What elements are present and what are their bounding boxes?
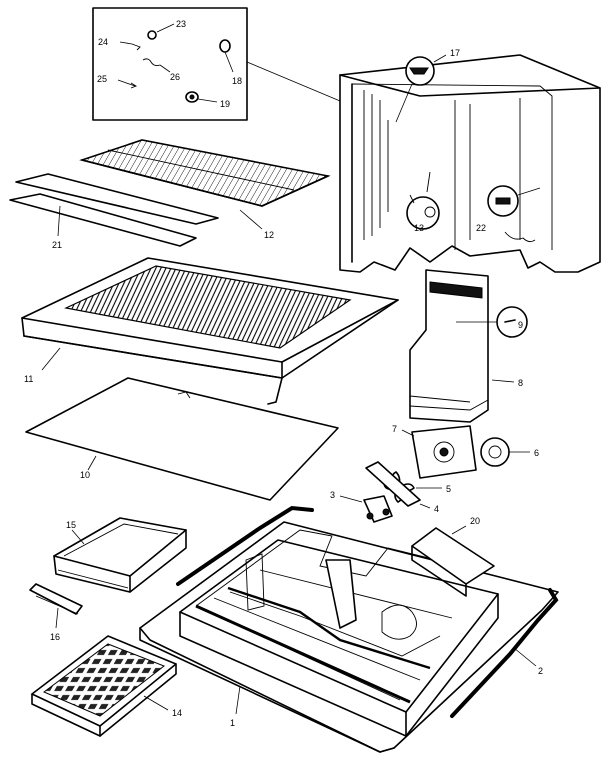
callout-12: 12 — [264, 230, 274, 240]
callout-19: 19 — [220, 99, 230, 109]
part-19-nut-icon — [185, 91, 218, 103]
callout-21: 21 — [52, 240, 62, 250]
callout-25: 25 — [97, 74, 107, 84]
part-1-freezer-liner: 1 — [139, 521, 559, 753]
callout-26: 26 — [170, 72, 180, 82]
callout-5: 5 — [446, 484, 451, 494]
part-2-door-gasket: 2 — [176, 505, 559, 718]
part-17-light-socket-icon — [395, 54, 447, 123]
refrigerator-cabinet: 17 13 22 — [339, 48, 601, 273]
callout-16: 16 — [50, 632, 60, 642]
part-22-bracket-icon — [487, 185, 541, 217]
part-18-cap-icon — [219, 39, 234, 73]
callout-24: 24 — [98, 37, 108, 47]
callout-11: 11 — [24, 374, 33, 384]
callout-18: 18 — [232, 76, 242, 86]
part-12-wire-shelf: 12 — [79, 139, 331, 240]
part-10-glass-panel: 10 — [25, 377, 339, 501]
callout-20: 20 — [470, 516, 480, 526]
part-9-screw-icon: 9 — [456, 306, 528, 338]
callout-7: 7 — [392, 424, 397, 434]
callout-13: 13 — [414, 223, 424, 233]
callout-17: 17 — [450, 48, 460, 58]
callout-3: 3 — [330, 490, 335, 500]
callout-14: 14 — [172, 708, 182, 718]
part-6-grommet-icon: 6 — [480, 437, 539, 467]
part-25-washer-icon — [117, 79, 138, 89]
part-11-shelf-frame: 11 — [21, 257, 399, 405]
part-15-crisper-pan: 15 — [53, 517, 187, 593]
callout-10: 10 — [80, 470, 90, 480]
part-21-shelf-trim: 21 — [9, 173, 219, 250]
part-16-trim-piece: 16 — [29, 583, 83, 642]
part-3-motor-bracket-icon: 3 — [330, 490, 393, 523]
callout-2: 2 — [538, 666, 543, 676]
part-8-air-duct: 8 — [409, 269, 523, 423]
callout-23: 23 — [176, 19, 186, 29]
part-7-fan-bracket: 7 — [392, 424, 477, 479]
callout-15: 15 — [66, 520, 76, 530]
part-20-evaporator-cover: 20 — [411, 516, 495, 597]
small-parts-inset: 23 24 26 25 18 19 — [92, 7, 463, 153]
part-26-spring-icon — [142, 58, 171, 73]
part-23-screw-icon — [147, 23, 175, 40]
callout-6: 6 — [534, 448, 539, 458]
callout-4: 4 — [434, 504, 439, 514]
part-24-clip-icon — [119, 41, 141, 51]
callout-8: 8 — [518, 378, 523, 388]
part-13-control-knob-icon — [406, 171, 440, 230]
callout-9: 9 — [518, 320, 523, 330]
callout-1: 1 — [230, 718, 235, 728]
part-14-ice-cube-tray: 14 — [31, 635, 182, 737]
callout-22: 22 — [476, 223, 486, 233]
part-4-fan-motor-icon: 4 — [365, 461, 439, 514]
